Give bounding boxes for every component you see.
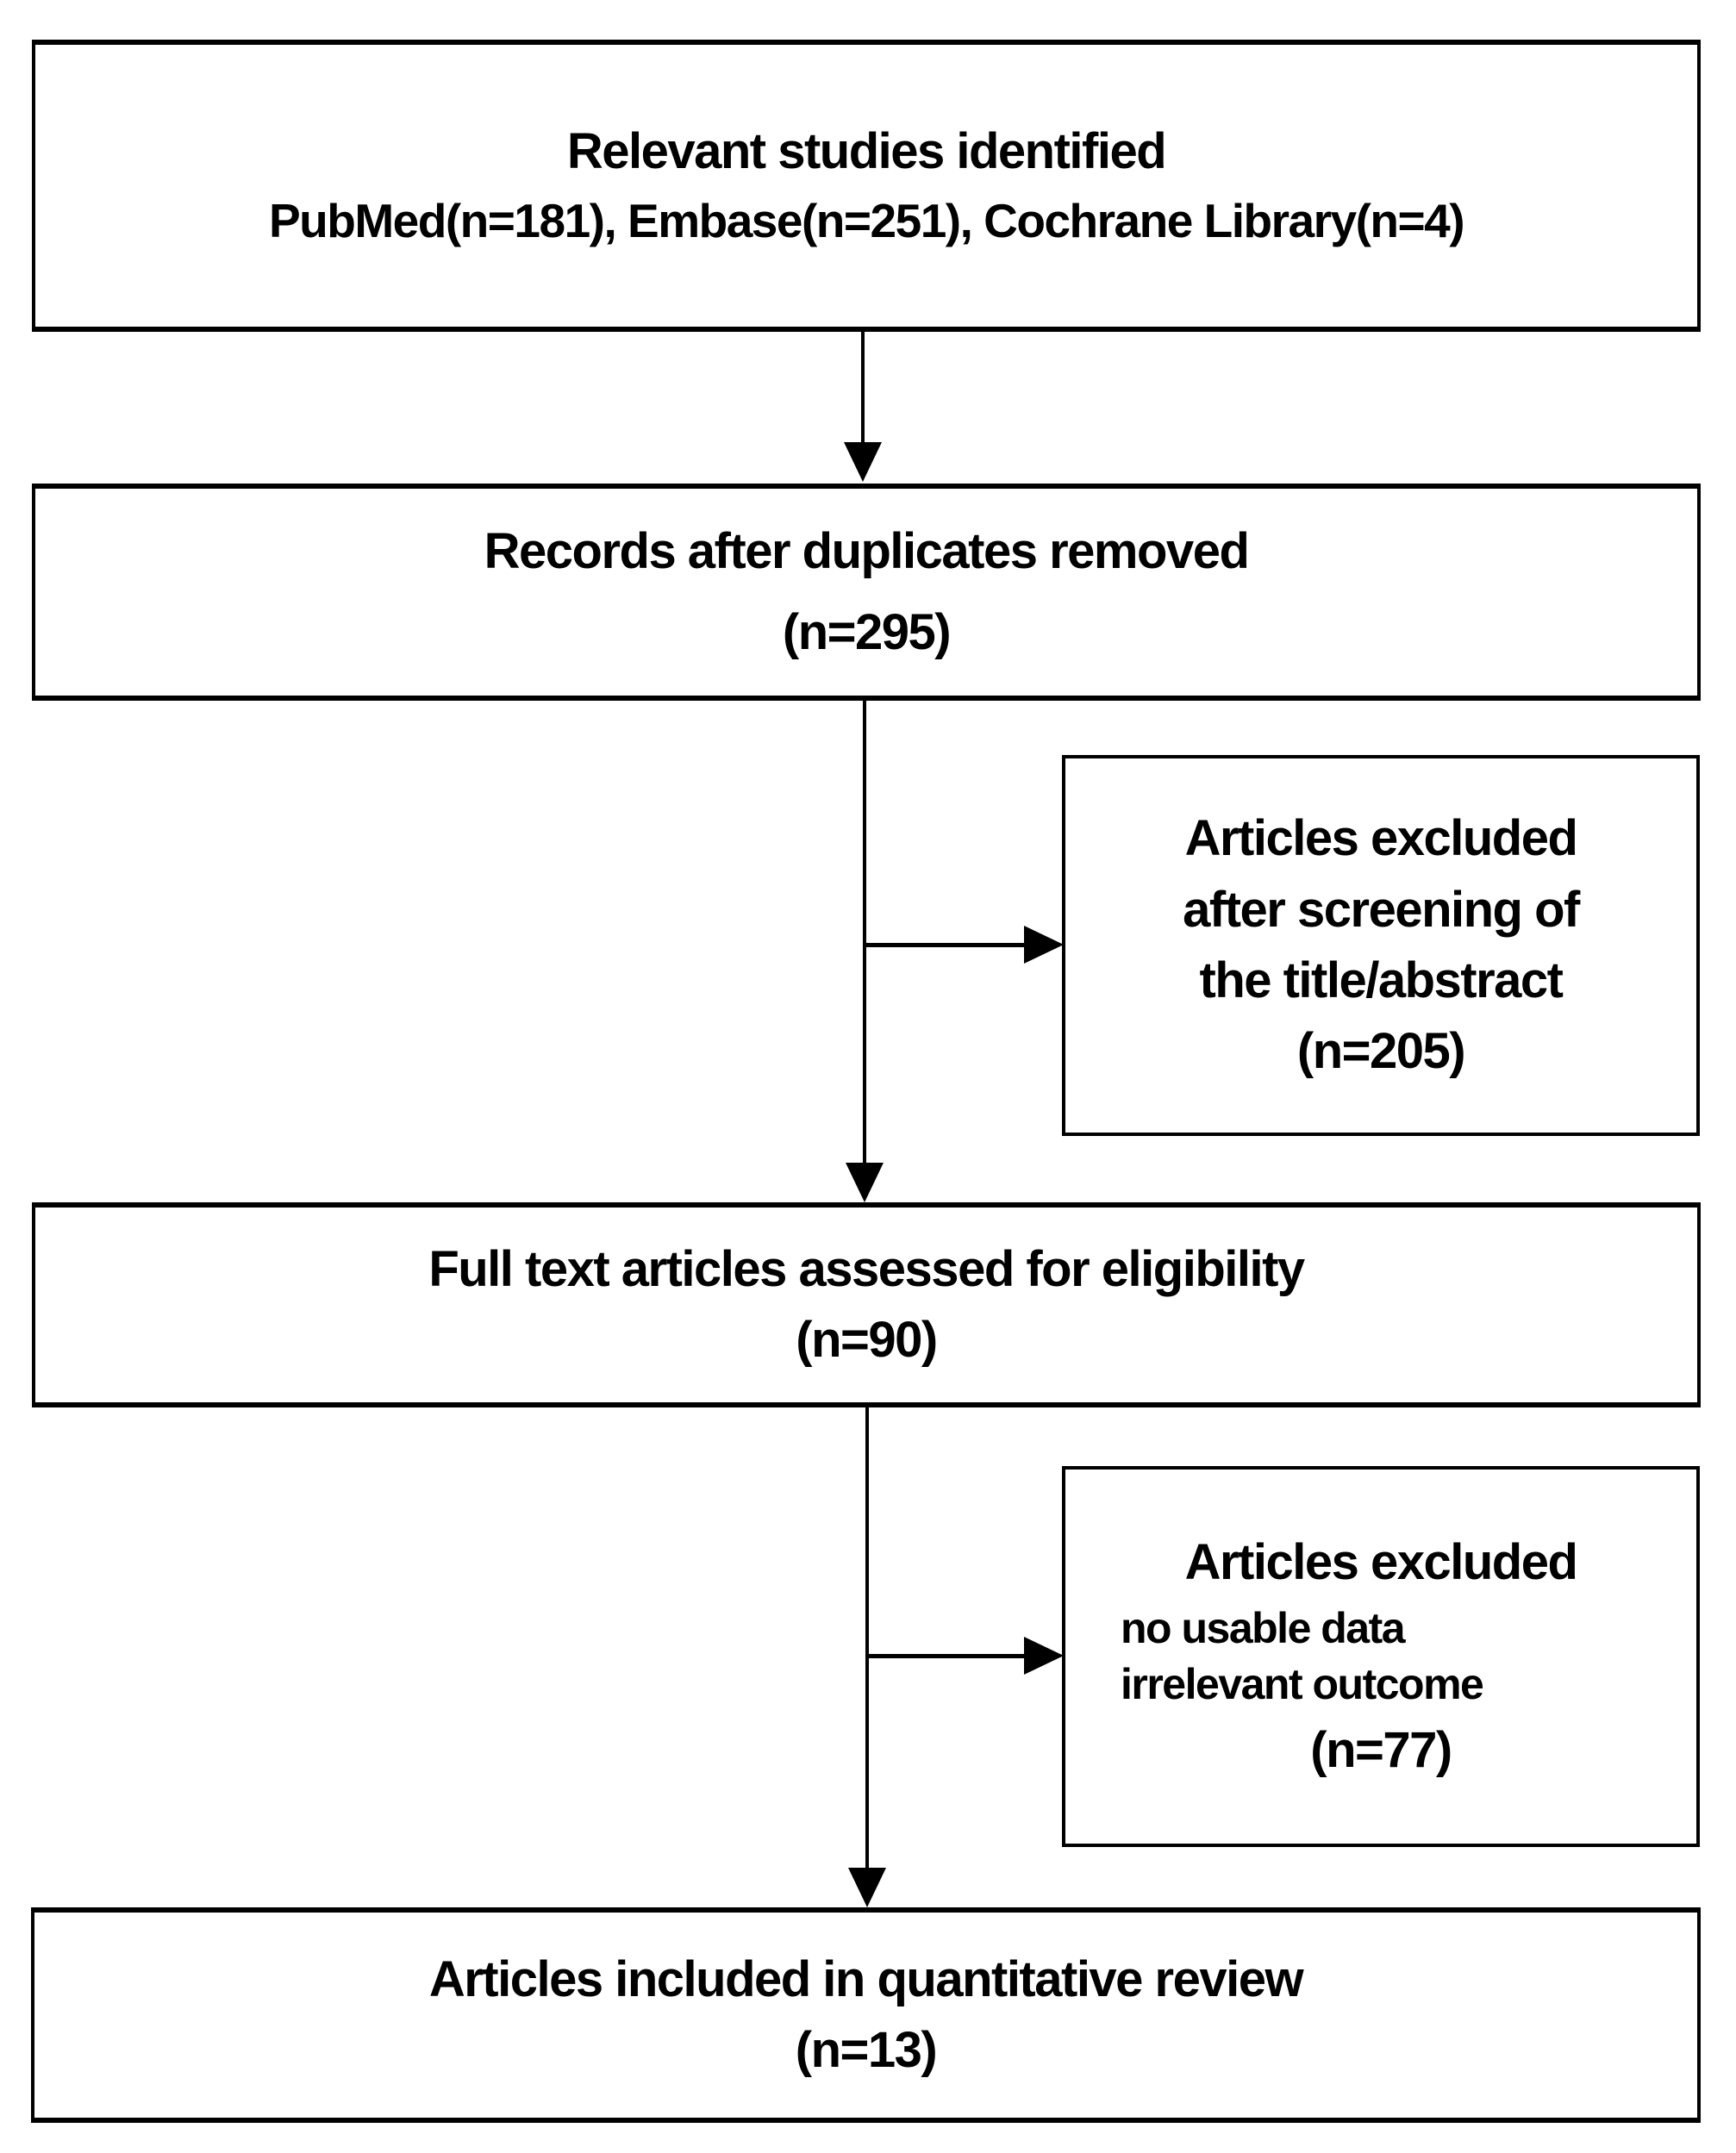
box-title: Full text articles assessed for eligibil… [428, 1240, 1305, 1297]
box-reason-line: the title/abstract [1199, 952, 1564, 1008]
arrowhead-down-icon [848, 1868, 886, 1907]
box-count: (n=13) [795, 2022, 938, 2078]
box-sources-line: PubMed(n=181), Embase(n=251), Cochrane L… [268, 194, 1465, 248]
box-count: (n=90) [796, 1312, 938, 1368]
box-excluded-fulltext: Articles excluded no usable data irrelev… [1062, 1466, 1700, 1847]
box-fulltext-assessed: Full text articles assessed for eligibil… [32, 1202, 1701, 1407]
box-count: (n=205) [1296, 1023, 1466, 1080]
box-records-after-duplicates: Records after duplicates removed (n=295) [32, 484, 1701, 701]
box-count: (n=77) [1310, 1722, 1452, 1778]
box-title: Articles excluded [1184, 810, 1578, 867]
arrow-line-dedup-to-fulltext [863, 701, 866, 1164]
arrowhead-right-icon [1024, 1637, 1064, 1675]
box-title: Articles excluded [1184, 1533, 1578, 1590]
box-included-review: Articles included in quantitative review… [31, 1907, 1701, 2123]
box-title: Articles included in quantitative review [428, 1950, 1304, 2007]
arrowhead-right-icon [1024, 926, 1064, 964]
arrow-line-fulltext-to-included [865, 1407, 869, 1869]
arrow-line-identified-to-dedup [861, 332, 865, 444]
arrowhead-down-icon [846, 1163, 884, 1202]
box-reason-line: after screening of [1183, 881, 1580, 938]
box-count: (n=295) [782, 604, 952, 660]
box-reason-line: irrelevant outcome [1121, 1660, 1484, 1708]
box-title: Records after duplicates removed [484, 522, 1250, 579]
arrow-line-branch-screening [865, 943, 1025, 947]
exclusion-reasons: no usable data irrelevant outcome [1121, 1598, 1484, 1715]
arrowhead-down-icon [844, 442, 882, 482]
box-studies-identified: Relevant studies identified PubMed(n=181… [32, 40, 1701, 332]
box-title: Relevant studies identified [566, 122, 1167, 179]
box-reason-line: no usable data [1121, 1604, 1406, 1652]
box-excluded-screening: Articles excluded after screening of the… [1062, 755, 1700, 1136]
arrow-line-branch-fulltext [867, 1654, 1025, 1658]
